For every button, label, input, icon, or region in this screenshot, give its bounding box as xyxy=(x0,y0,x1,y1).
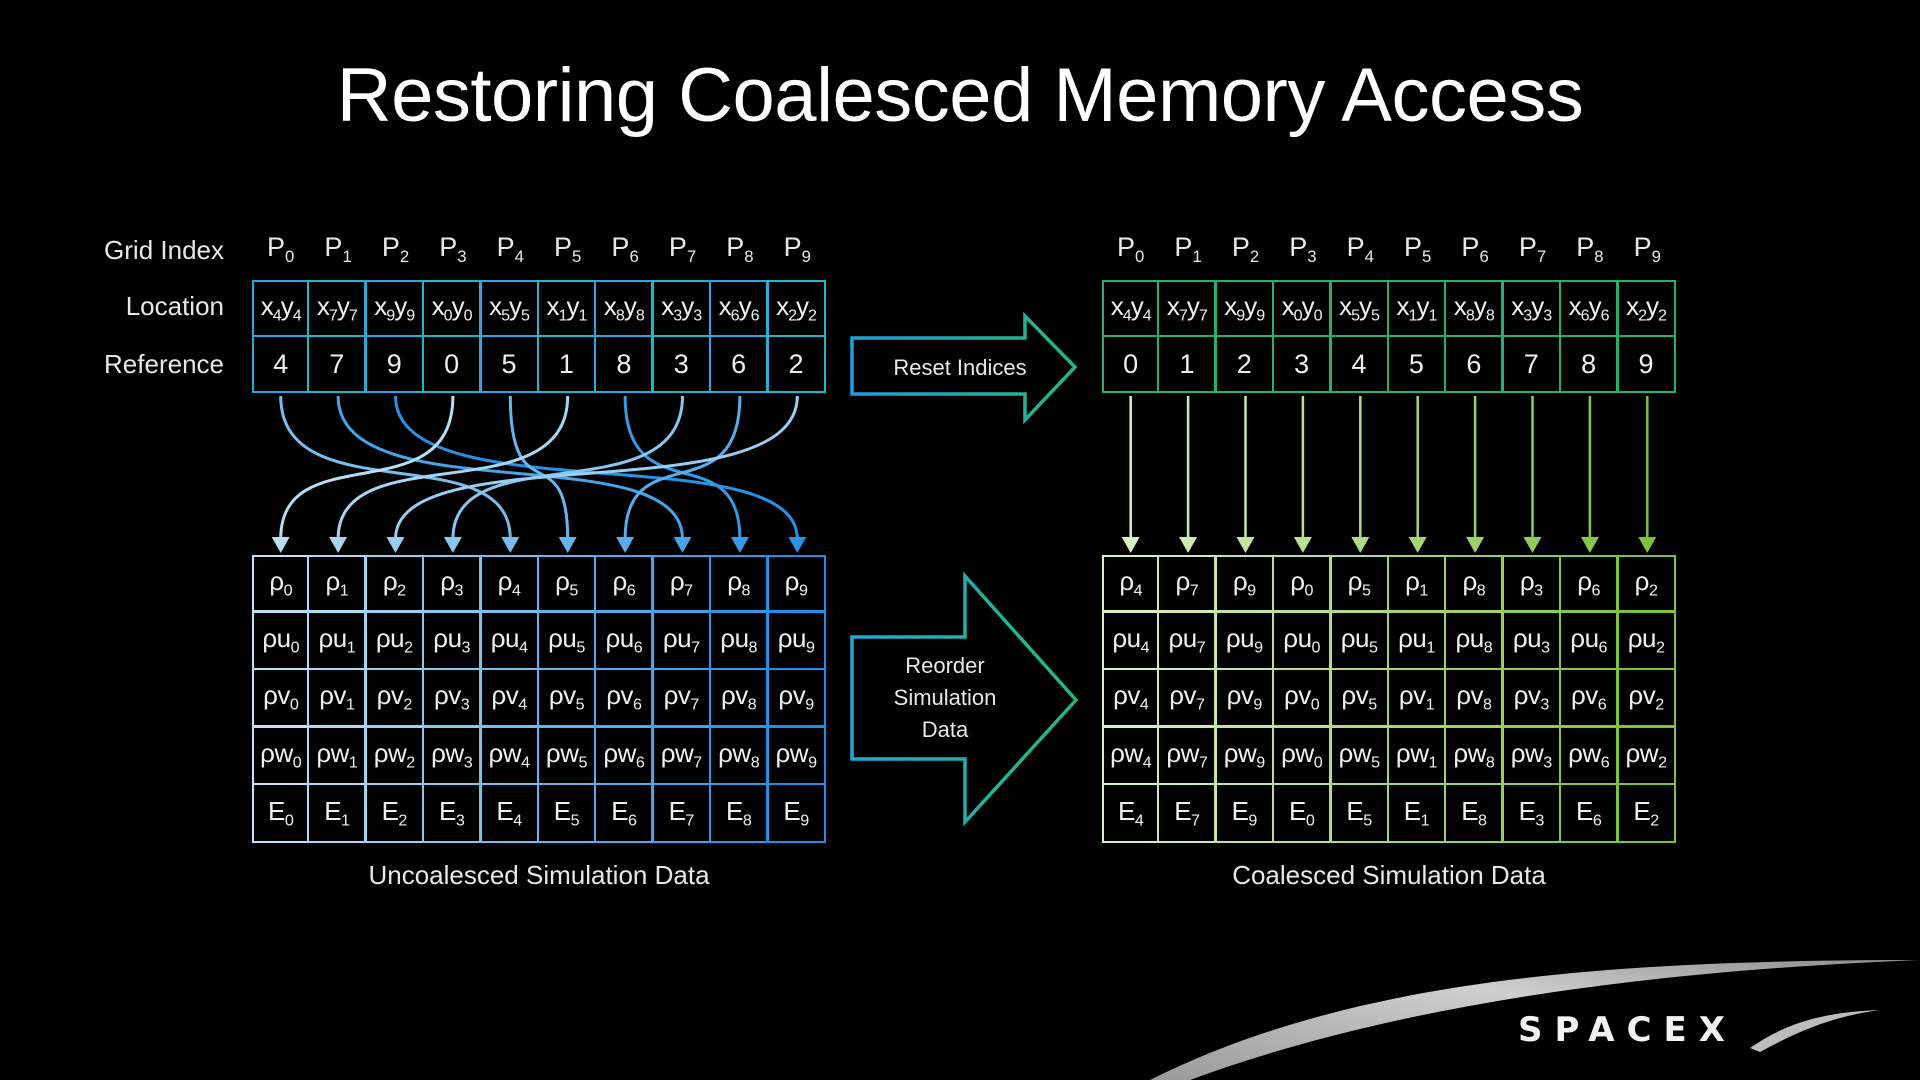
arrowhead xyxy=(386,537,405,553)
simulation-cell: E2 xyxy=(1616,782,1676,843)
arrowhead xyxy=(271,537,290,553)
arrowhead xyxy=(673,537,692,553)
reference-connector xyxy=(508,395,570,540)
grid-index-header: P7 xyxy=(1518,232,1547,266)
arrowhead xyxy=(1121,537,1140,553)
arrowhead xyxy=(1351,537,1370,553)
grid-index-header: P4 xyxy=(496,232,524,266)
arrowhead xyxy=(616,537,635,553)
simulation-cell: ρv7 xyxy=(651,667,712,728)
row-label-reference: Reference xyxy=(104,349,224,379)
grid-index-header: P6 xyxy=(611,232,639,266)
row-label-location: Location xyxy=(125,291,224,321)
grid-index-header: P2 xyxy=(381,232,410,266)
reference-connector xyxy=(623,395,742,540)
reference-connector xyxy=(279,395,455,540)
arrowhead xyxy=(1523,537,1542,553)
arrowhead xyxy=(558,537,577,553)
logo-x-swoosh xyxy=(1750,1010,1880,1052)
grid-index-header: P5 xyxy=(554,232,582,266)
simulation-cell: ρv9 xyxy=(766,667,826,728)
arrowhead xyxy=(1408,537,1427,553)
reorder-label-line: Reorder xyxy=(905,653,985,678)
uncoalesced-caption: Uncoalesced Simulation Data xyxy=(368,860,710,890)
grid-index-header: P3 xyxy=(1289,232,1317,266)
location-cell: x4y4 xyxy=(252,280,310,337)
grid-index-header: P5 xyxy=(1404,232,1432,266)
simulation-cell: ρu9 xyxy=(1214,610,1275,671)
location-cell: x3y3 xyxy=(1501,280,1562,337)
reference-connector xyxy=(279,395,512,540)
reference-connector xyxy=(336,395,684,540)
simulation-cell: ρv2 xyxy=(1616,667,1676,728)
reorder-data-label: Reorder Simulation Data xyxy=(860,650,1030,746)
arrowhead xyxy=(1293,537,1312,553)
simulation-cell: ρu2 xyxy=(1616,610,1676,671)
reference-connector xyxy=(451,395,684,540)
simulation-cell: ρu4 xyxy=(1102,610,1160,671)
swoosh-decoration xyxy=(1150,960,1920,1080)
reorder-label-line: Simulation xyxy=(893,685,997,710)
reset-indices-label: Reset Indices xyxy=(893,355,1027,380)
arrowhead xyxy=(443,537,462,553)
simulation-cell: ρu9 xyxy=(766,610,826,671)
grid-index-header: P8 xyxy=(1576,232,1604,266)
reference-connector xyxy=(394,395,799,540)
arrowhead xyxy=(1236,537,1255,553)
coalesced-caption: Coalesced Simulation Data xyxy=(1232,860,1546,890)
grid-index-header: P0 xyxy=(1117,232,1145,266)
grid-index-header: P1 xyxy=(1174,232,1202,266)
grid-index-header: P2 xyxy=(1231,232,1260,266)
arrowhead xyxy=(329,537,348,553)
reorder-label-line: Data xyxy=(921,717,969,742)
grid-index-header: P0 xyxy=(267,232,295,266)
arrowhead xyxy=(1179,537,1198,553)
location-cell: x2y2 xyxy=(766,280,826,337)
reference-connectors-right xyxy=(1121,396,1657,553)
arrowhead xyxy=(730,537,749,553)
grid-index-header: P6 xyxy=(1461,232,1489,266)
arrowhead xyxy=(788,537,807,553)
simulation-cell: ρ9 xyxy=(766,555,826,613)
grid-index-header: P9 xyxy=(783,232,811,266)
row-label-grid-index: Grid Index xyxy=(104,235,224,265)
arrowhead xyxy=(1638,537,1657,553)
simulation-cell: ρu0 xyxy=(1271,610,1332,671)
spacex-logo: SPACEX xyxy=(1518,1010,1737,1050)
reference-cell: 2 xyxy=(766,335,826,393)
arrowhead xyxy=(1580,537,1599,553)
arrowhead xyxy=(1466,537,1485,553)
grid-index-header: P9 xyxy=(1633,232,1661,266)
grid-index-header: P3 xyxy=(439,232,467,266)
reorder-data-arrow xyxy=(850,571,1079,827)
simulation-cell: E9 xyxy=(766,782,826,843)
grid-index-header: P4 xyxy=(1346,232,1374,266)
simulation-cell: ρw0 xyxy=(1271,725,1332,786)
reset-indices-arrow xyxy=(850,311,1078,425)
slide-title: Restoring Coalesced Memory Access xyxy=(336,53,1584,138)
reference-cell: 9 xyxy=(1616,335,1676,393)
reference-connector xyxy=(336,395,570,540)
grid-index-header: P1 xyxy=(324,232,352,266)
grid-index-header: P7 xyxy=(668,232,697,266)
grid-index-header: P8 xyxy=(726,232,754,266)
arrowhead xyxy=(501,537,520,553)
reference-connectors-left xyxy=(271,395,807,553)
